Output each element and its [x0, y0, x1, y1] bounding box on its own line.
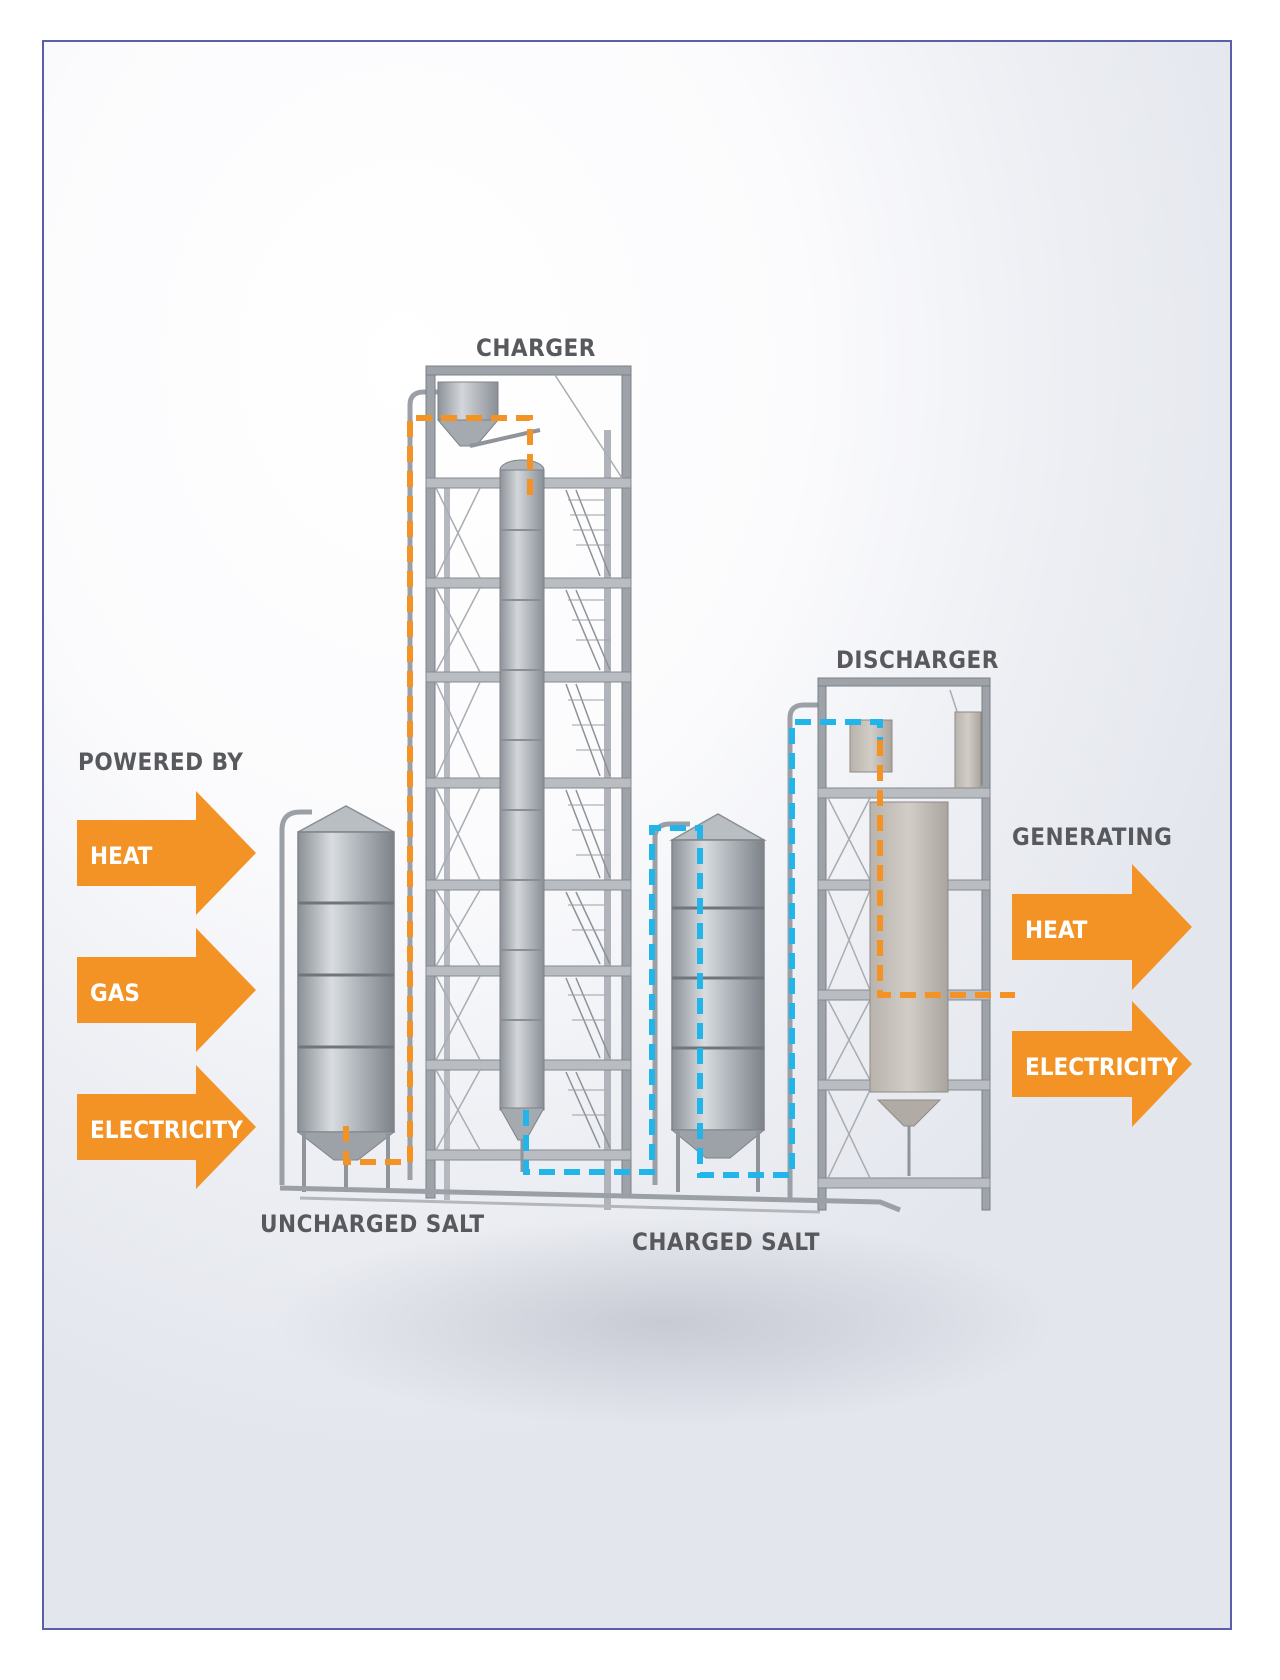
generating-heading: GENERATING	[1012, 823, 1172, 851]
charged-salt-flow-line	[523, 719, 883, 1178]
charged-salt-label: CHARGED SALT	[632, 1228, 820, 1256]
output-arrow-heat: HEAT	[1012, 864, 1192, 990]
input-arrow-gas: GAS	[77, 928, 256, 1052]
hot-salt-flow-line	[343, 415, 1015, 1165]
input-arrow-electricity: ELECTRICITY	[77, 1065, 256, 1189]
uncharged-salt-tank	[279, 805, 396, 1192]
discharger-label: DISCHARGER	[836, 646, 999, 674]
input-arrow-heat: HEAT	[77, 791, 256, 915]
uncharged-salt-label: UNCHARGED SALT	[260, 1210, 485, 1238]
input-arrow-electricity-label: ELECTRICITY	[90, 1116, 243, 1144]
output-arrow-electricity: ELECTRICITY	[1012, 1001, 1192, 1127]
discharger-tower	[787, 677, 991, 1211]
output-arrow-heat-label: HEAT	[1025, 916, 1088, 944]
input-arrow-heat-label: HEAT	[90, 842, 153, 870]
powered-by-heading: POWERED BY	[78, 748, 243, 776]
input-arrow-gas-label: GAS	[90, 979, 140, 1007]
output-arrow-electricity-label: ELECTRICITY	[1025, 1053, 1178, 1081]
charger-label: CHARGER	[476, 334, 596, 362]
charger-tower	[407, 365, 632, 1210]
charged-salt-tank	[652, 813, 767, 1192]
diagram-frame	[42, 40, 1232, 1630]
